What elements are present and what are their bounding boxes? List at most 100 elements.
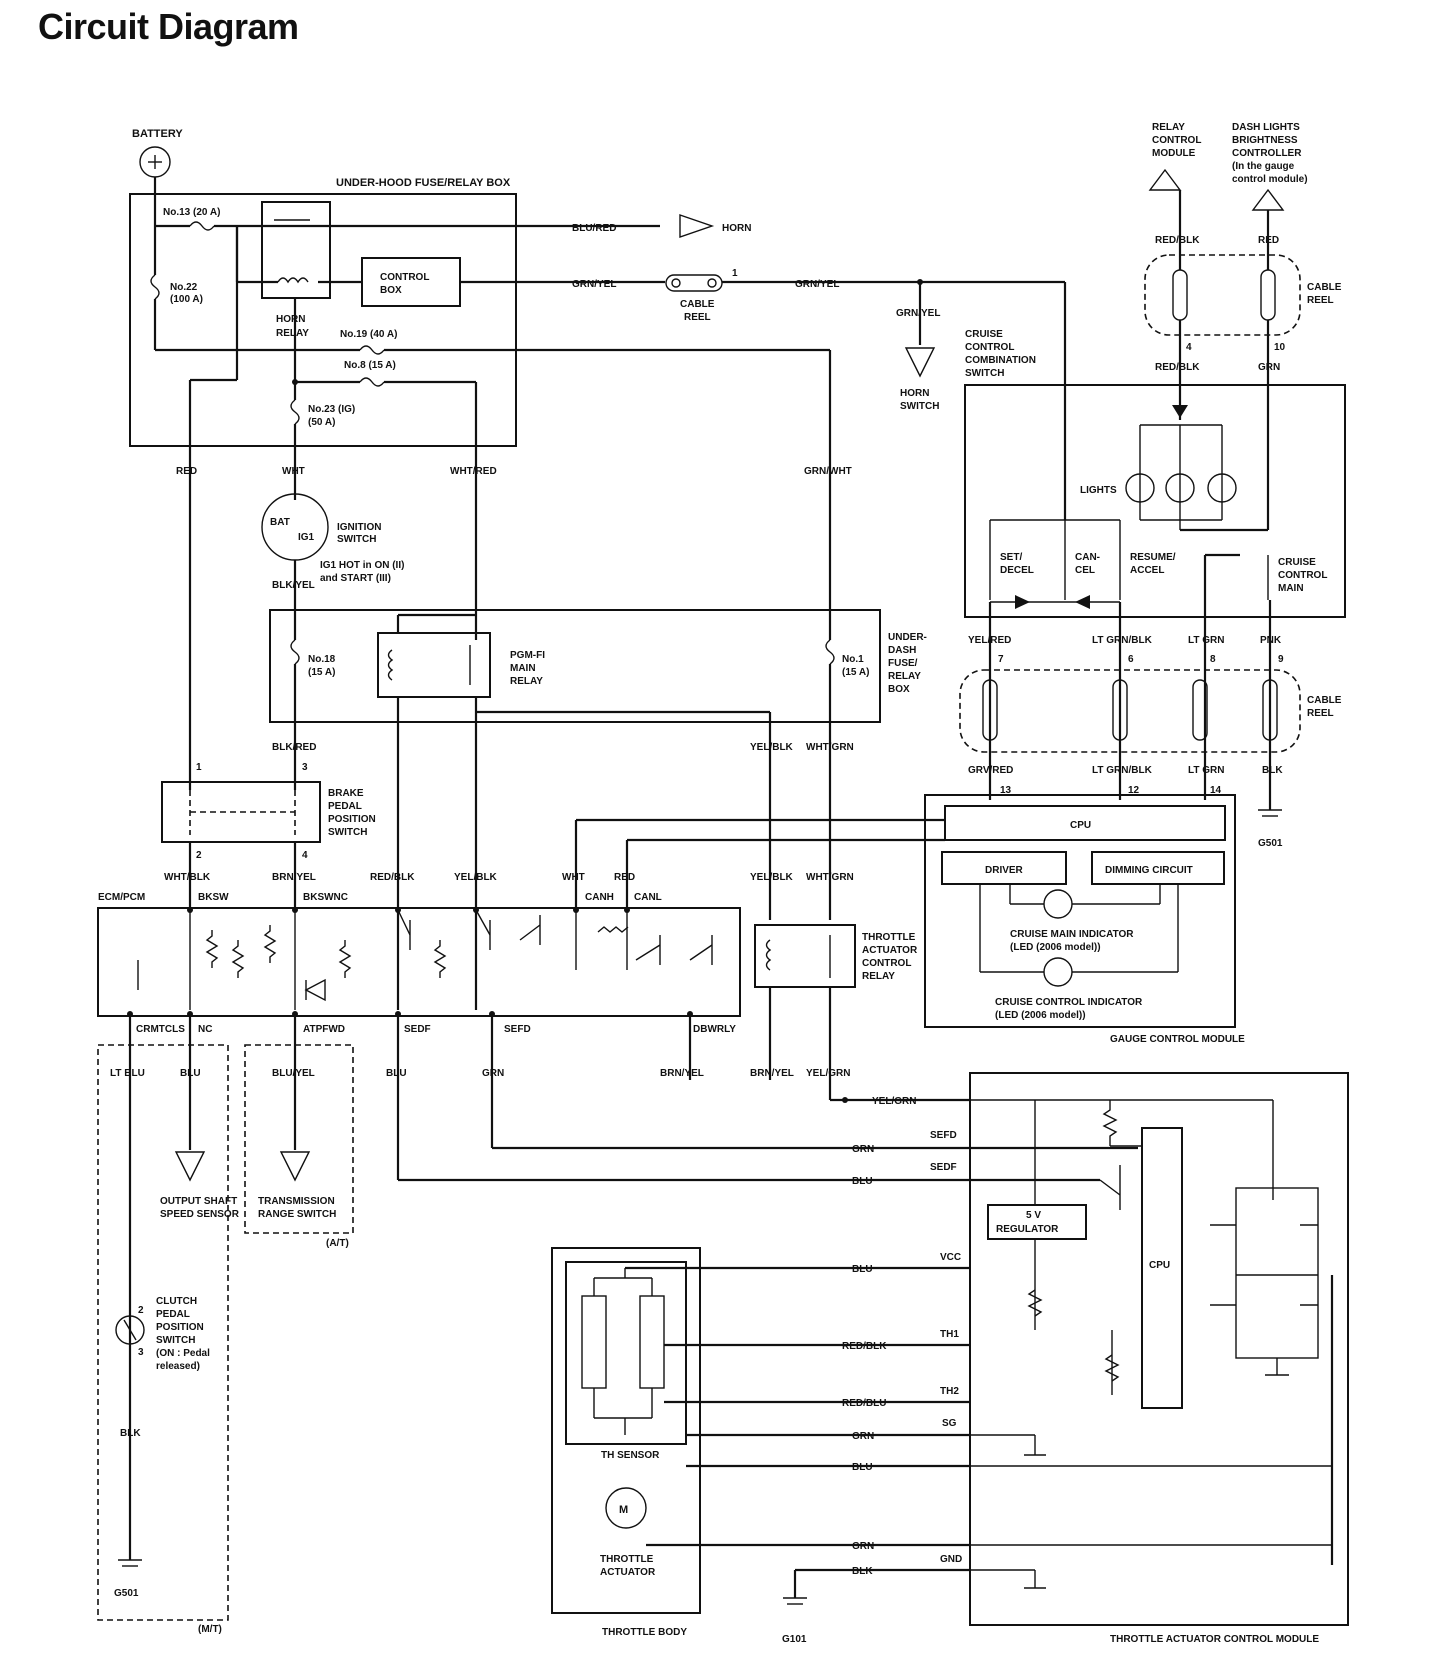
diagram-label: 4: [302, 850, 308, 861]
diagram-label: SEDF: [404, 1024, 431, 1035]
diagram-label: SWITCH: [328, 827, 367, 838]
battery: BATTERY: [132, 128, 183, 178]
diagram-label: 1: [196, 762, 202, 773]
diagram-label: CONTROL: [1152, 135, 1201, 146]
under-hood-fuse-relay-box: [129, 193, 517, 447]
diagram-label: CONTROL: [862, 958, 911, 969]
diagram-label: 10: [1274, 342, 1286, 353]
diagram-label: MAIN: [1278, 583, 1304, 594]
fuse-18: [290, 639, 300, 665]
diagram-label: LT GRN: [1188, 765, 1224, 776]
diagram-label: CRUISE MAIN INDICATOR: [1010, 929, 1134, 940]
diagram-label: YEL/GRN: [806, 1068, 850, 1079]
diagram-label: RED: [176, 466, 197, 477]
mt-only-region: [97, 1044, 229, 1621]
diagram-label: GRN: [852, 1431, 874, 1442]
diagram-label: DBWRLY: [693, 1024, 736, 1035]
diagram-label: 4: [1186, 342, 1192, 353]
diagram-label: BLU/RED: [572, 223, 616, 234]
diagram-label: CABLE: [680, 299, 715, 310]
diagram-label: CEL: [1075, 565, 1095, 576]
diagram-label: (A/T): [326, 1238, 349, 1249]
diagram-label: (In the gauge: [1232, 161, 1295, 172]
battery-label: BATTERY: [132, 128, 183, 140]
diagram-label: THROTTLE BODY: [602, 1627, 687, 1638]
diagram-label: LT BLU: [110, 1068, 145, 1079]
diagram-label: CONTROL: [1278, 570, 1327, 581]
diagram-label: DECEL: [1000, 565, 1034, 576]
diagram-label: HORN: [900, 388, 929, 399]
fuse-8: [359, 377, 385, 387]
diagram-label: DRIVER: [985, 865, 1024, 876]
cable-reel-2: [1144, 254, 1301, 336]
diagram-label: GRN: [852, 1541, 874, 1552]
diagram-label: M: [619, 1504, 628, 1516]
diagram-label: (15 A): [842, 667, 869, 678]
diagram-label: TH SENSOR: [601, 1450, 660, 1461]
tacm-cpu: [1141, 1127, 1183, 1409]
diagram-label: WHT/GRN: [806, 742, 854, 753]
diagram-label: YEL/BLK: [454, 872, 498, 883]
fuse-22: [150, 274, 160, 300]
diagram-label: CABLE: [1307, 695, 1342, 706]
diagram-label: 9: [1278, 654, 1284, 665]
clutch-pedal-position-switch: [115, 1315, 145, 1345]
diagram-label: SEFD: [930, 1130, 957, 1141]
diagram-label: CRMTCLS: [136, 1024, 185, 1035]
pgm-fi-main-relay: [377, 632, 491, 698]
under-dash-fuse-relay-box: [269, 609, 881, 723]
diagram-label: CONTROL: [380, 272, 429, 283]
diagram-label: TRANSMISSION: [258, 1196, 335, 1207]
diagram-label: released): [156, 1361, 200, 1372]
diagram-label: BRIGHTNESS: [1232, 135, 1298, 146]
diagram-label: COMBINATION: [965, 355, 1036, 366]
diagram-label: BOX: [888, 684, 910, 695]
gauge-control-module: [924, 794, 1236, 1028]
diagram-label: RELAY: [276, 328, 309, 339]
diagram-label: RED/BLK: [370, 872, 415, 883]
horn-arrow: [679, 214, 715, 238]
diagram-label: (LED (2006 model)): [995, 1010, 1086, 1021]
ecm-pcm: [97, 907, 741, 1017]
page-title: Circuit Diagram: [38, 6, 299, 47]
5v-regulator: [987, 1204, 1087, 1240]
diagram-label: GRN: [852, 1144, 874, 1155]
diagram-label: RELAY: [1152, 122, 1185, 133]
diagram-label: RANGE SWITCH: [258, 1209, 336, 1220]
diagram-label: ACTUATOR: [862, 945, 918, 956]
diagram-label: BLK/RED: [272, 742, 316, 753]
diagram-label: LT GRN/BLK: [1092, 765, 1153, 776]
diagram-label: MODULE: [1152, 148, 1196, 159]
diagram-label: IG1: [298, 532, 315, 543]
diagram-label: RELAY: [510, 676, 543, 687]
diagram-label: YEL/BLK: [750, 742, 794, 753]
diagram-label: and START (III): [320, 573, 391, 584]
fuse-1: [825, 639, 835, 665]
cruise-control-indicator-led: [1043, 957, 1073, 987]
diagram-label: BOX: [380, 285, 402, 296]
diagram-label: control module): [1232, 174, 1308, 185]
diagram-label: HORN: [722, 223, 751, 234]
diagram-label: CRUISE: [965, 329, 1003, 340]
throttle-actuator-control-relay: [754, 924, 856, 988]
diagram-label: RED/BLU: [842, 1398, 886, 1409]
diagram-label: RESUME/: [1130, 552, 1176, 563]
horn-switch-arrow: [904, 347, 936, 378]
diagram-label: WHT/GRN: [806, 872, 854, 883]
diagram-label: No.1: [842, 654, 864, 665]
diagram-label: CONTROL: [965, 342, 1014, 353]
diagram-label: HORN: [276, 314, 305, 325]
diagram-label: ACTUATOR: [600, 1567, 656, 1578]
diagram-label: SWITCH: [337, 534, 376, 545]
diagram-label: POSITION: [328, 814, 376, 825]
cable-reel-3: [959, 669, 1301, 753]
diagram-label: DASH LIGHTS: [1232, 122, 1300, 133]
diagram-label: RED/BLK: [1155, 362, 1200, 373]
diagram-label: BLK: [120, 1428, 141, 1439]
diagram-label: 12: [1128, 785, 1140, 796]
diagram-label: G101: [782, 1634, 807, 1645]
diagram-label: (LED (2006 model)): [1010, 942, 1101, 953]
diagram-label: GRN/YEL: [896, 308, 940, 319]
brake-pedal-position-switch: [161, 781, 321, 843]
h-bridge-driver: [1235, 1187, 1319, 1359]
